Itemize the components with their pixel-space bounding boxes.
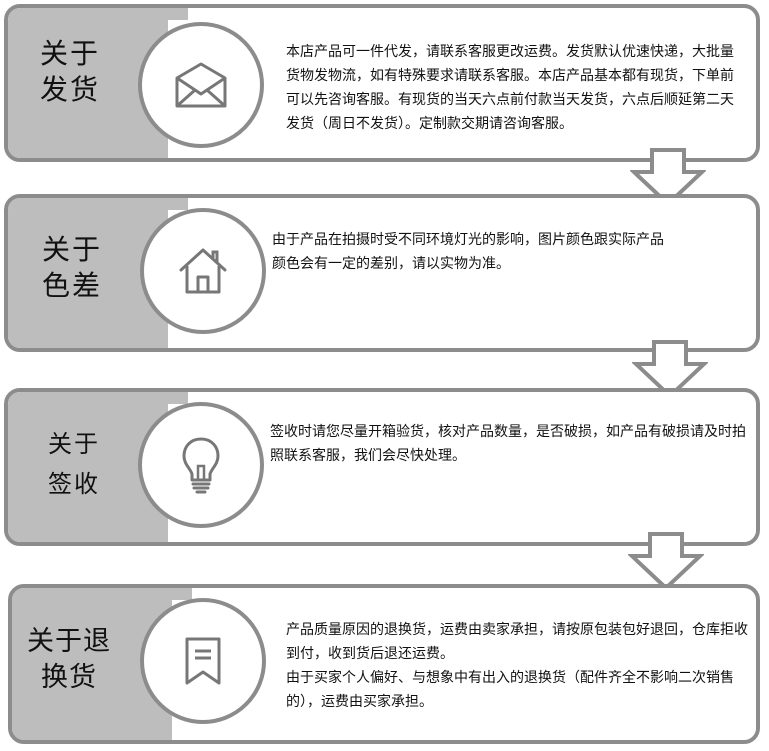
section-content-panel: [172, 600, 756, 740]
down-arrow: [632, 340, 708, 398]
title-line-1: 关于: [48, 430, 100, 458]
down-arrow: [630, 148, 706, 206]
section-text-shipping: 本店产品可一件代发，请联系客服更改运费。发货默认优速快递，大批量货物发物流，如有…: [286, 40, 746, 136]
title-line-2: 签收: [48, 470, 100, 498]
title-line-1: 关于退: [27, 626, 111, 657]
bookmark-icon: [185, 637, 221, 685]
section-shipping: [4, 4, 760, 162]
section-text-color-difference: 由于产品在拍摄时受不同环境灯光的影响，图片颜色跟实际产品颜色会有一定的差别，请以…: [272, 228, 670, 276]
section-color-difference: [4, 194, 760, 352]
section-content-panel: [168, 210, 756, 348]
down-arrow: [628, 532, 704, 590]
title-line-1: 关于: [41, 233, 102, 266]
section-returns: [8, 584, 760, 744]
paragraph: 签收时请您尽量开箱验货，核对产品数量，是否破损，如产品有破损请及时拍照联系客服，…: [270, 424, 746, 464]
icon-circle: [140, 208, 266, 334]
section-title-returns: 关于退 换货: [14, 624, 124, 696]
paragraph: 由于买家个人偏好、与想象中有出入的退换货（配件齐全不影响二次销售的），运费由买家…: [286, 670, 734, 710]
house-icon: [179, 248, 227, 294]
section-title-color-difference: 关于 色差: [12, 232, 132, 304]
section-text-returns: 产品质量原因的退换货，运费由卖家承担，请按原包装包好退回，仓库拒收到付，收到货后…: [286, 618, 750, 714]
section-text-receipt: 签收时请您尽量开箱验货，核对产品数量，是否破损，如产品有破损请及时拍照联系客服，…: [270, 420, 754, 468]
paragraph: 产品质量原因的退换货，运费由卖家承担，请按原包装包好退回，仓库拒收到付，收到货后…: [286, 622, 748, 662]
paragraph: 本店产品可一件代发，请联系客服更改运费。发货默认优速快递，大批量货物发物流，如有…: [286, 44, 734, 132]
section-content-panel: [168, 404, 756, 542]
icon-circle: [138, 402, 264, 528]
icon-circle: [140, 598, 266, 724]
title-line-2: 换货: [41, 662, 97, 693]
envelope-icon: [175, 62, 227, 108]
paragraph: 由于产品在拍摄时受不同环境灯光的影响，图片颜色跟实际产品颜色会有一定的差别，请以…: [272, 232, 664, 272]
title-line-2: 色差: [41, 269, 102, 302]
lightbulb-icon: [182, 437, 220, 494]
section-content-panel: [168, 20, 756, 158]
icon-circle: [138, 22, 264, 148]
section-title-shipping: 关于 发货: [10, 36, 130, 108]
title-line-2: 发货: [39, 73, 100, 106]
title-line-1: 关于: [39, 37, 100, 70]
section-title-receipt: 关于 签收: [14, 426, 134, 502]
